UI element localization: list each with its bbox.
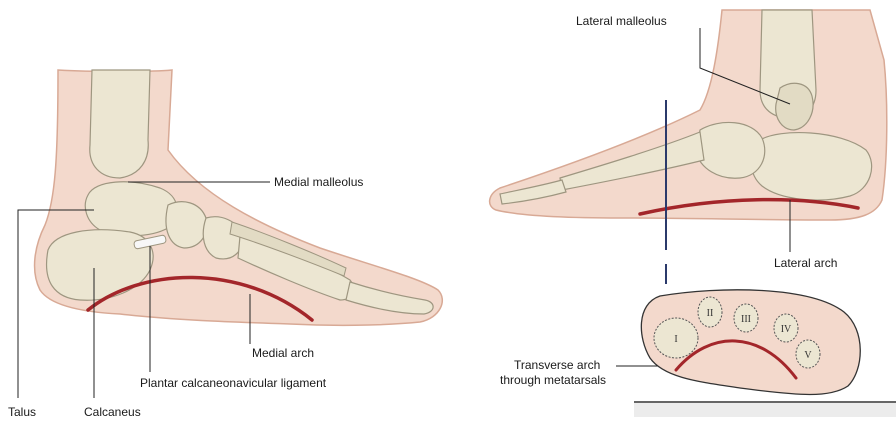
metatarsal-cross-section: I II III IV V (641, 290, 860, 395)
tibia-bone (90, 70, 150, 178)
label-transverse-arch-line1: Transverse arch (514, 358, 600, 372)
label-medial-arch: Medial arch (252, 346, 314, 360)
label-lateral-malleolus: Lateral malleolus (576, 14, 667, 28)
numeral-iv: IV (781, 324, 792, 335)
ground-shade (634, 403, 896, 417)
label-medial-malleolus: Medial malleolus (274, 175, 363, 189)
lateral-view-foot (490, 10, 887, 220)
numeral-i: I (674, 334, 677, 345)
label-lateral-arch: Lateral arch (774, 256, 837, 270)
navicular-bone (166, 202, 207, 248)
lateral-calcaneus-bone (751, 133, 871, 201)
label-talus: Talus (8, 405, 36, 419)
numeral-ii: II (707, 308, 714, 319)
talus-bone (85, 182, 177, 236)
medial-view-foot (35, 70, 443, 325)
numeral-iii: III (741, 314, 751, 325)
label-plantar-ligament: Plantar calcaneonavicular ligament (140, 376, 326, 390)
numeral-v: V (804, 350, 812, 361)
label-calcaneus: Calcaneus (84, 405, 141, 419)
label-transverse-arch-line2: through metatarsals (500, 373, 606, 387)
